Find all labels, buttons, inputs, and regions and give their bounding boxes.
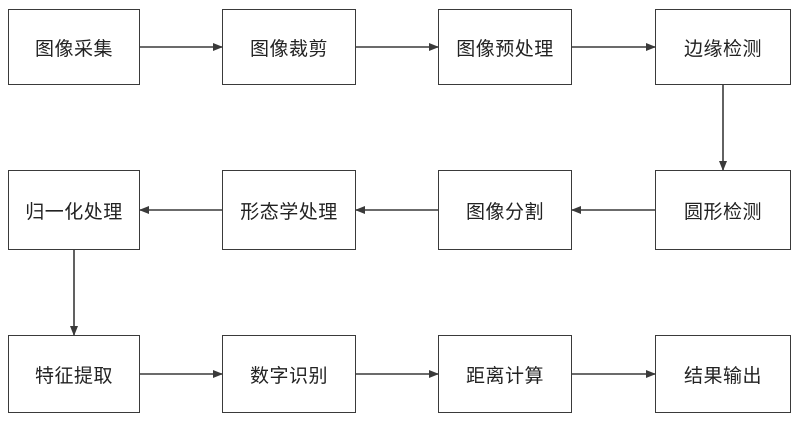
step-distance-calc: 距离计算 [438, 335, 572, 413]
step-circle-detect: 圆形检测 [655, 170, 791, 250]
step-image-capture: 图像采集 [8, 9, 140, 85]
step-label: 数字识别 [249, 364, 328, 387]
step-edge-detect: 边缘检测 [655, 9, 791, 85]
step-label: 边缘检测 [683, 37, 762, 60]
step-image-preprocess: 图像预处理 [438, 9, 572, 85]
step-label: 特征提取 [34, 364, 113, 387]
step-label: 归一化处理 [25, 200, 123, 223]
step-label: 图像裁剪 [249, 37, 328, 60]
step-label: 图像预处理 [456, 37, 554, 60]
step-normalize: 归一化处理 [8, 170, 140, 250]
step-label: 距离计算 [465, 364, 544, 387]
step-image-segment: 图像分割 [438, 170, 572, 250]
step-label: 结果输出 [683, 364, 762, 387]
step-label: 图像分割 [465, 200, 544, 223]
step-feature-extract: 特征提取 [8, 335, 140, 413]
step-label: 圆形检测 [683, 200, 762, 223]
step-label: 形态学处理 [240, 200, 338, 223]
step-morphology: 形态学处理 [222, 170, 356, 250]
step-digit-recognize: 数字识别 [222, 335, 356, 413]
step-result-output: 结果输出 [655, 335, 791, 413]
step-label: 图像采集 [34, 37, 113, 60]
step-image-crop: 图像裁剪 [222, 9, 356, 85]
